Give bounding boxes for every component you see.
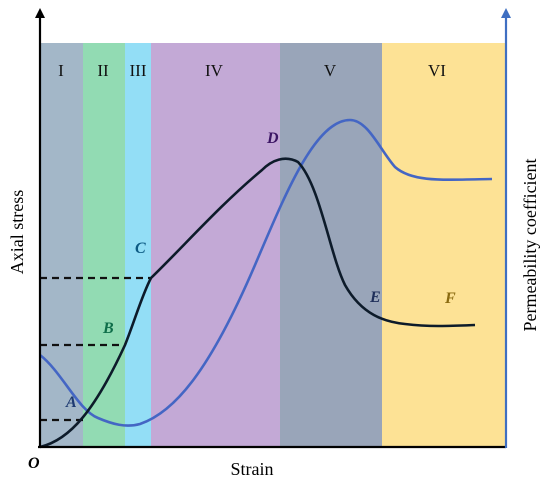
point-labels: A B C D E F bbox=[65, 130, 456, 411]
stage-bands bbox=[40, 43, 505, 447]
point-label-e: E bbox=[369, 289, 381, 306]
stage-band-4 bbox=[151, 43, 280, 447]
reference-lines bbox=[40, 276, 151, 422]
point-label-a: A bbox=[65, 394, 77, 411]
stage-labels: I II III IV V VI bbox=[58, 61, 446, 80]
stage-band-3 bbox=[125, 43, 151, 447]
point-label-c: C bbox=[135, 240, 146, 257]
point-label-f: F bbox=[444, 290, 456, 307]
y-left-axis-label: Axial stress bbox=[7, 190, 27, 275]
point-label-b: B bbox=[102, 320, 114, 337]
x-axis-label: Strain bbox=[231, 459, 274, 479]
stage-band-1 bbox=[40, 43, 83, 447]
stage-label-3: III bbox=[130, 61, 147, 80]
stage-label-6: VI bbox=[428, 61, 446, 80]
stress-curve bbox=[39, 157, 476, 449]
stage-label-5: V bbox=[324, 61, 337, 80]
point-label-d: D bbox=[266, 130, 279, 147]
y-right-axis-label: Permeability coefficient bbox=[520, 158, 540, 331]
stage-label-1: I bbox=[58, 61, 64, 80]
origin-label: O bbox=[28, 455, 40, 472]
stage-band-2 bbox=[83, 43, 125, 447]
stage-label-4: IV bbox=[205, 61, 224, 80]
stage-band-6 bbox=[382, 43, 505, 447]
stage-label-2: II bbox=[97, 61, 109, 80]
permeability-curve bbox=[39, 118, 493, 427]
